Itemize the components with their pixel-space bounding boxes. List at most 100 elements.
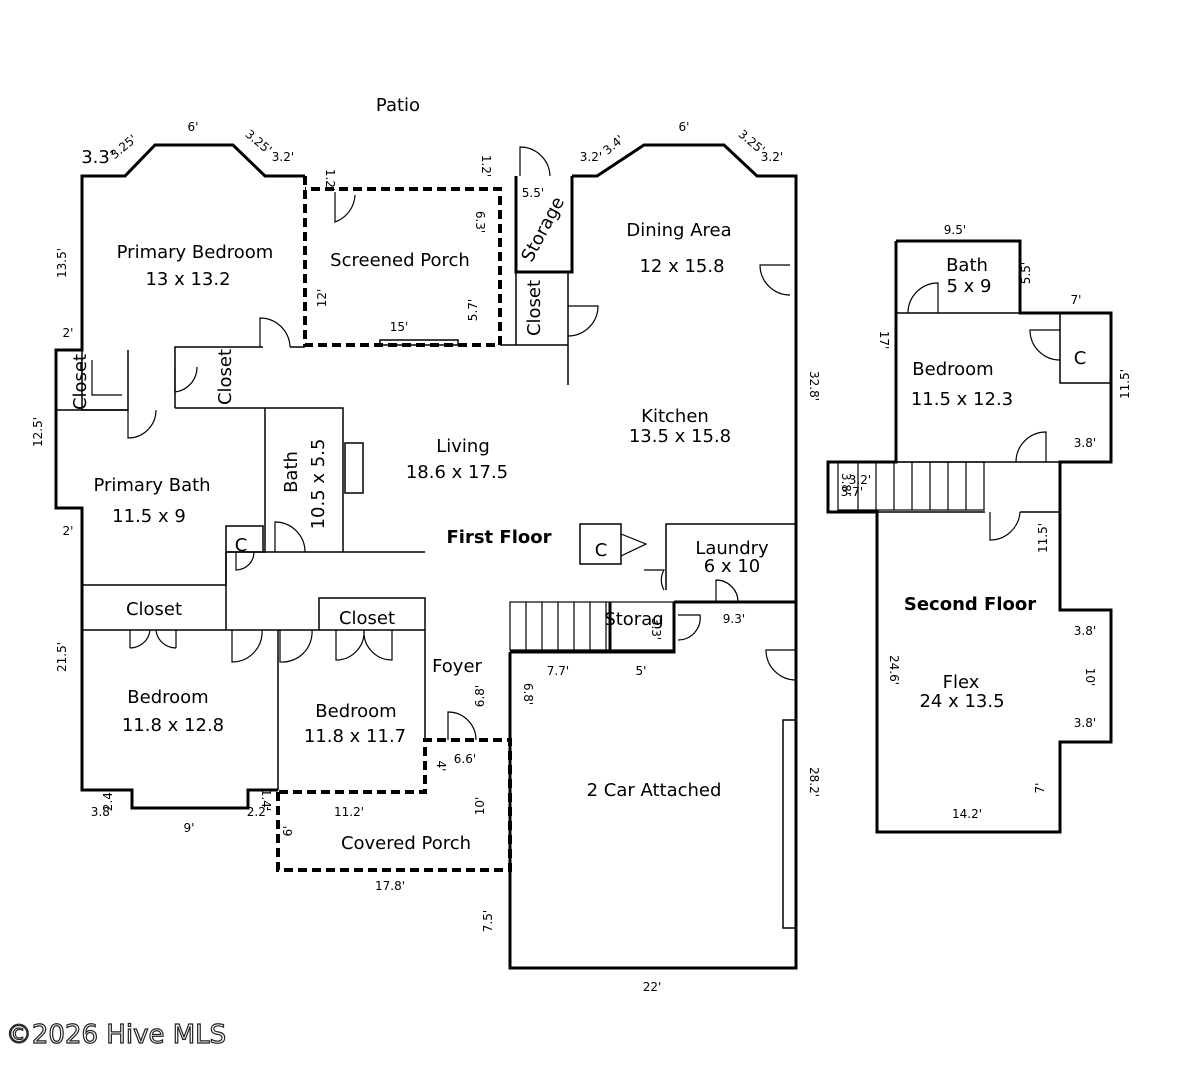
label-dining: Dining Area (626, 220, 731, 241)
size-bedroom2: 11.8 x 11.7 (304, 726, 406, 747)
size-primary-bedroom: 13 x 13.2 (145, 269, 230, 290)
size-bedroom1: 11.8 x 12.8 (122, 715, 224, 736)
label-primary-bath: Primary Bath (93, 475, 210, 496)
label-c2: C (595, 540, 608, 561)
dim-4: 4' (434, 761, 448, 772)
up-dim-10: 10' (1083, 668, 1097, 687)
label-closet-bed1: Closet (126, 599, 182, 620)
dim-3-4: 3.4' (600, 132, 626, 157)
label-closet-kitchen: Closet (524, 280, 545, 336)
label-patio: Patio (376, 95, 420, 116)
dim-13-5: 13.5' (55, 248, 69, 278)
label-bedroom-up: Bedroom (912, 359, 993, 380)
size-living: 18.6 x 17.5 (406, 462, 508, 483)
dim-32-8: 32.8' (807, 371, 821, 401)
dim-17-8: 17.8' (375, 879, 405, 893)
first-floor-walls (54, 143, 798, 970)
up-dim-3-7: 3.7' (841, 485, 863, 499)
watermark: ©2026 Hive MLS (6, 1020, 226, 1050)
up-dim-9-5: 9.5' (944, 223, 966, 237)
up-dim-24-6: 24.6' (887, 655, 901, 685)
label-flex: Flex (943, 672, 980, 693)
first-floor-stairs (509, 601, 675, 651)
up-dim-17: 17' (877, 331, 891, 350)
up-dim-5-5: 5.5' (1019, 262, 1033, 284)
second-floor-walls (826, 239, 1113, 834)
size-bath-up: 5 x 9 (947, 276, 992, 297)
label-primary-bedroom: Primary Bedroom (117, 242, 274, 263)
dim-6a: 6' (188, 120, 199, 134)
dimension-labels: 3.3' 3.25' 6' 3.25' 3.2' 1.2' 1.2' 5.5' … (31, 120, 1132, 994)
dim-3-3b: 3.3' (649, 618, 663, 640)
dim-15: 15' (390, 320, 409, 334)
dim-9-3: 9.3' (723, 612, 745, 626)
dim-3-3: 3.3' (81, 147, 115, 168)
dim-12: 12' (315, 289, 329, 308)
dim-22: 22' (643, 980, 662, 994)
covered-porch-outline (276, 738, 512, 872)
up-dim-14-2: 14.2' (952, 807, 982, 821)
dim-21-5: 21.5' (55, 642, 69, 672)
door-swings (91, 146, 797, 741)
dim-1-4: 1.4' (259, 789, 273, 811)
label-c-up: C (1074, 348, 1087, 369)
label-second-floor: Second Floor (904, 594, 1036, 615)
dim-3-25a: 3.25' (107, 132, 139, 162)
dim-12-5: 12.5' (31, 417, 45, 447)
room-labels: Patio Primary Bedroom 13 x 13.2 Screened… (70, 95, 1086, 854)
up-dim-7b: 7' (1033, 783, 1047, 794)
dim-6b: 6' (679, 120, 690, 134)
dim-5-7: 5.7' (466, 299, 480, 321)
up-dim-3-8b: 3.8' (1074, 624, 1096, 638)
label-bath-up: Bath (946, 255, 988, 276)
up-dim-3-8c: 3.8' (1074, 716, 1096, 730)
size-laundry: 6 x 10 (704, 556, 760, 577)
label-storage-top: Storage (517, 193, 569, 265)
label-closet-pb1: Closet (70, 354, 91, 410)
dim-2-2: 2.2' (247, 805, 269, 819)
size-flex: 24 x 13.5 (919, 691, 1004, 712)
label-c1: C (235, 535, 248, 556)
label-foyer: Foyer (432, 656, 482, 677)
dim-2b: 2' (63, 524, 74, 538)
size-kitchen: 13.5 x 15.8 (629, 426, 731, 447)
dim-7-7: 7.7' (547, 664, 569, 678)
label-first-floor: First Floor (446, 527, 551, 548)
up-dim-3-8s: 3.8' (839, 473, 853, 495)
screened-porch-outline (303, 176, 502, 347)
second-floor-stairs (837, 461, 985, 511)
dim-1-2a: 1.2' (323, 169, 337, 191)
screened-porch-door (379, 339, 459, 346)
dim-10: 10' (473, 797, 487, 816)
dim-5: 5' (636, 664, 647, 678)
label-closet-pb2: Closet (215, 349, 236, 405)
up-dim-11-5b: 11.5' (1036, 523, 1050, 553)
dim-5-5: 5.5' (522, 186, 544, 200)
dim-6c: 6' (281, 826, 295, 837)
label-garage: 2 Car Attached (587, 780, 722, 801)
up-dim-11-5a: 11.5' (1118, 369, 1132, 399)
dim-3-2c: 3.2' (761, 150, 783, 164)
size-primary-bath: 11.5 x 9 (112, 506, 186, 527)
label-bath: Bath (281, 451, 302, 493)
dim-6-8a: 6.8' (473, 685, 487, 707)
dim-7-5: 7.5' (481, 910, 495, 932)
label-closet-bed2: Closet (339, 608, 395, 629)
dim-6-3: 6.3' (473, 211, 487, 233)
label-storage-mid: Storag (604, 609, 663, 630)
label-living: Living (436, 436, 490, 457)
dim-3-2b: 3.2' (580, 150, 602, 164)
size-dining: 12 x 15.8 (639, 256, 724, 277)
dim-2-4: 2.4' (101, 789, 115, 811)
label-bedroom1: Bedroom (127, 687, 208, 708)
up-dim-3-2: 3.2' (849, 473, 871, 487)
dim-2a: 2' (63, 326, 74, 340)
label-kitchen: Kitchen (641, 406, 709, 427)
label-bedroom2: Bedroom (315, 701, 396, 722)
label-screened-porch: Screened Porch (330, 250, 470, 271)
dim-11-2: 11.2' (334, 805, 364, 819)
dim-6-6: 6.6' (454, 752, 476, 766)
size-bath: 10.5 x 5.5 (308, 439, 329, 530)
dim-28-2: 28.2' (807, 767, 821, 797)
